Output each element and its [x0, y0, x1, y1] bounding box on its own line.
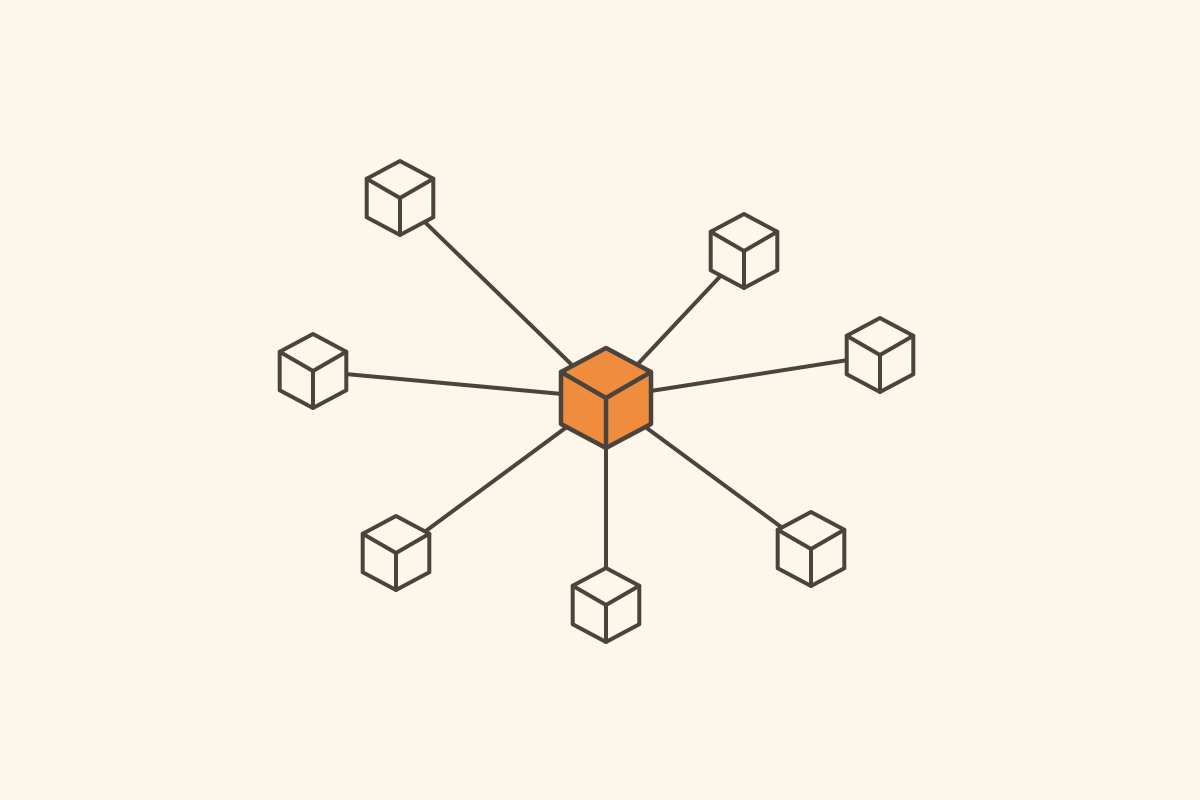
cube-edge — [878, 333, 916, 357]
hub-group — [558, 345, 654, 451]
cube-edge — [570, 583, 608, 607]
cube-edge — [603, 369, 654, 401]
cube-edge — [398, 176, 436, 200]
cube-edge — [558, 369, 609, 401]
cube-edge — [360, 531, 398, 555]
cube-edge — [844, 333, 882, 357]
cube-icon-top-left — [364, 159, 436, 237]
cube-icon-right — [844, 316, 916, 394]
cube-edge — [394, 531, 432, 555]
cube-edge — [604, 583, 642, 607]
cube-edge — [809, 527, 847, 551]
hub-cube-icon — [558, 345, 654, 451]
cube-icon-top-right — [708, 212, 780, 290]
cube-nodes — [277, 159, 916, 644]
cube-icon-bottom-left — [360, 514, 432, 592]
cube-icon-bottom — [570, 566, 642, 644]
cube-icon-bottom-right — [775, 510, 847, 588]
cube-edge — [311, 349, 349, 373]
cube-icon-left — [277, 332, 349, 410]
cube-edge — [708, 229, 746, 253]
cube-edge — [742, 229, 780, 253]
cube-edge — [277, 349, 315, 373]
cube-edge — [364, 176, 402, 200]
connector-line-left — [311, 369, 608, 400]
cube-edge — [775, 527, 813, 551]
